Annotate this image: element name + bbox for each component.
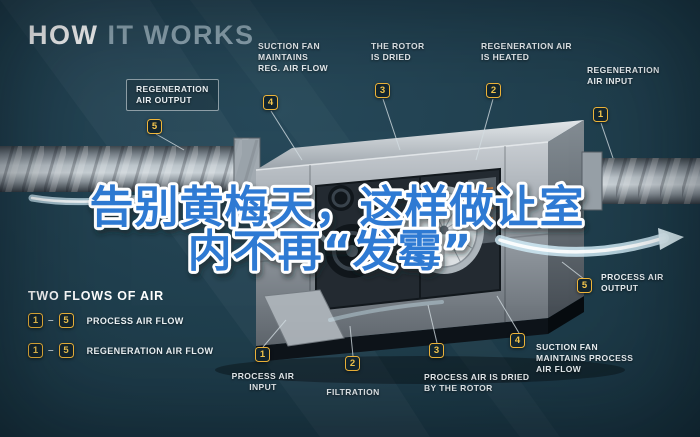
legend-process-to-badge: 5	[58, 313, 74, 328]
title-it-works: IT WORKS	[107, 20, 255, 50]
left-duct	[0, 137, 261, 201]
label-filtration: FILTRATION	[326, 387, 380, 397]
page-title: HOW IT WORKS	[28, 20, 254, 51]
badge-process-dried: 3	[429, 343, 444, 358]
badge-process-air-input: 1	[255, 347, 270, 362]
badge-filtration: 2	[345, 356, 360, 371]
legend-row-regeneration: 1 – 5 REGENERATION AIR FLOW	[28, 343, 213, 358]
legend-regen-to-badge: 5	[58, 343, 74, 358]
label-regeneration-air-input: REGENERATION AIR INPUT	[587, 65, 660, 87]
badge-process-air-output: 5	[577, 278, 592, 293]
label-suction-fan-process: SUCTION FAN MAINTAINS PROCESS AIR FLOW	[536, 342, 634, 375]
legend-process-label: PROCESS AIR FLOW	[86, 315, 184, 326]
legend-regen-label: REGENERATION AIR FLOW	[86, 345, 214, 356]
leader-lines	[155, 98, 614, 357]
legend-dash: –	[48, 315, 54, 326]
right-duct	[594, 158, 700, 204]
headline: 告别黄梅天，这样做让室 内不再“发霉”	[87, 179, 587, 280]
label-regeneration-heated: REGENERATION AIR IS HEATED	[481, 41, 572, 63]
label-process-air-input: PROCESS AIR INPUT	[231, 371, 295, 393]
dehumidifier-unit	[255, 120, 603, 362]
headline-line1: 告别黄梅天，这样做让室	[90, 182, 585, 233]
headline-line2: 内不再“发霉”	[188, 226, 473, 277]
label-process-air-output: PROCESS AIR OUTPUT	[601, 272, 664, 294]
label-suction-fan-reg: SUCTION FAN MAINTAINS REG. AIR FLOW	[258, 41, 329, 74]
open-panel	[263, 289, 345, 347]
badge-regeneration-air-output: 5	[147, 119, 162, 134]
legend-row-process: 1 – 5 PROCESS AIR FLOW	[28, 313, 184, 328]
label-regeneration-air-output: REGENERATION AIR OUTPUT	[126, 79, 219, 112]
floor-shadow	[215, 356, 625, 384]
legend-title: TWO FLOWS OF AIR	[28, 289, 164, 303]
label-process-dried: PROCESS AIR IS DRIED BY THE ROTOR	[424, 372, 530, 394]
rotor-wheel	[404, 186, 484, 274]
suction-fan	[325, 185, 379, 278]
legend-regen-from-badge: 1	[28, 343, 43, 358]
badge-regeneration-heated: 2	[486, 83, 501, 98]
title-how: HOW	[28, 20, 99, 50]
badge-regeneration-air-input: 1	[593, 107, 608, 122]
duct-collar	[581, 151, 603, 211]
legend-dash: –	[48, 345, 54, 356]
legend-process-from-badge: 1	[28, 313, 43, 328]
airflow-arrows	[28, 189, 684, 322]
badge-suction-fan-process: 4	[510, 333, 525, 348]
label-rotor-dried: THE ROTOR IS DRIED	[371, 41, 425, 63]
badge-suction-fan-reg: 4	[263, 95, 278, 110]
badge-rotor-dried: 3	[375, 83, 390, 98]
